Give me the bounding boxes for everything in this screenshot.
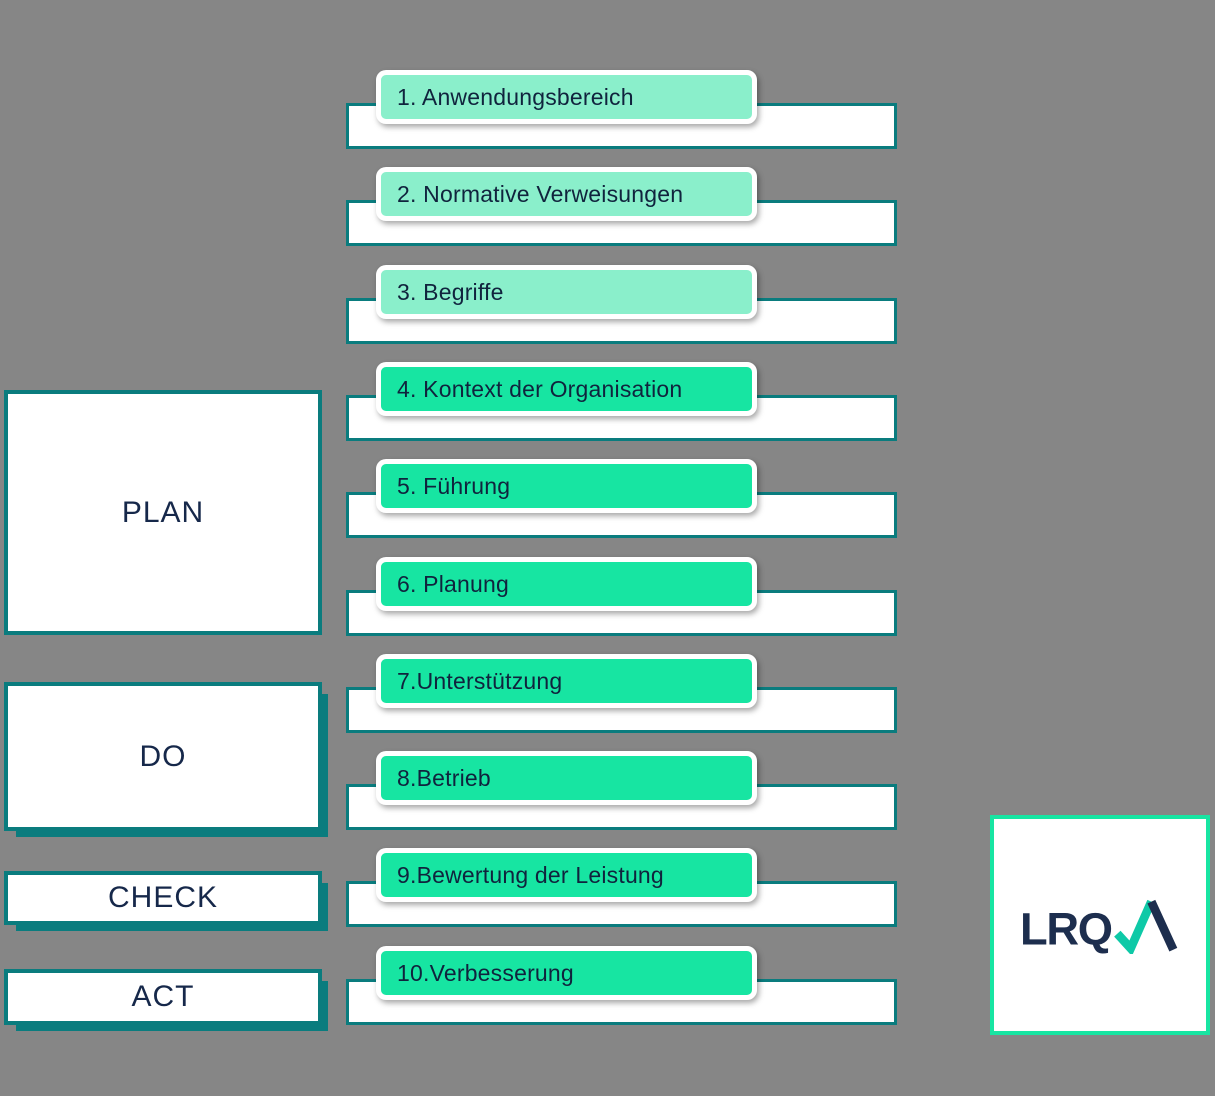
clause-pill-3: 3. Begriffe: [376, 265, 757, 319]
clause-label-4: 4. Kontext der Organisation: [397, 375, 683, 402]
phase-box-do: DO: [4, 682, 322, 831]
clause-pill-8: 8.Betrieb: [376, 751, 757, 805]
clause-pill-4: 4. Kontext der Organisation: [376, 362, 757, 416]
clause-label-1: 1. Anwendungsbereich: [397, 83, 634, 110]
lrqa-a-right-stroke-icon: [1147, 899, 1178, 952]
phase-box-act: ACT: [4, 969, 322, 1025]
clause-pill-10: 10.Verbesserung: [376, 946, 757, 1000]
phase-box-check: CHECK: [4, 871, 322, 925]
clause-row-8: 8.Betrieb: [346, 751, 897, 831]
clause-pill-6: 6. Planung: [376, 557, 757, 611]
clause-pill-9: 9.Bewertung der Leistung: [376, 848, 757, 902]
clause-row-6: 6. Planung: [346, 557, 897, 637]
clause-label-2: 2. Normative Verweisungen: [397, 180, 684, 207]
phase-label-do: DO: [139, 739, 187, 773]
clause-pill-1: 1. Anwendungsbereich: [376, 70, 757, 124]
clause-row-10: 10.Verbesserung: [346, 946, 897, 1026]
clause-label-8: 8.Betrieb: [397, 764, 491, 791]
clause-label-10: 10.Verbesserung: [397, 959, 574, 986]
clause-label-6: 6. Planung: [397, 570, 509, 597]
phase-label-act: ACT: [131, 980, 195, 1013]
lrqa-logo-inner: LRQ: [1002, 827, 1198, 1023]
phase-label-check: CHECK: [107, 881, 218, 914]
clause-pill-7: 7.Unterstützung: [376, 654, 757, 708]
clause-label-5: 5. Führung: [397, 472, 511, 499]
phase-label-plan: PLAN: [121, 495, 205, 529]
clause-label-7: 7.Unterstützung: [397, 667, 563, 694]
phase-box-plan: PLAN: [4, 390, 322, 635]
clause-row-1: 1. Anwendungsbereich: [346, 70, 897, 150]
clause-label-3: 3. Begriffe: [397, 278, 504, 305]
lrqa-a-left-stroke-icon: [1114, 899, 1156, 954]
clause-row-4: 4. Kontext der Organisation: [346, 362, 897, 442]
clause-row-9: 9.Bewertung der Leistung: [346, 848, 897, 928]
clause-row-5: 5. Führung: [346, 459, 897, 539]
clause-row-7: 7.Unterstützung: [346, 654, 897, 734]
clause-pill-5: 5. Führung: [376, 459, 757, 513]
clause-row-2: 2. Normative Verweisungen: [346, 167, 897, 247]
lrqa-logo-box: LRQ: [990, 815, 1210, 1035]
lrqa-logo: LRQ: [1020, 899, 1178, 954]
clause-label-9: 9.Bewertung der Leistung: [397, 861, 664, 888]
lrqa-logo-text: LRQ: [1020, 903, 1112, 954]
clause-pill-2: 2. Normative Verweisungen: [376, 167, 757, 221]
clause-row-3: 3. Begriffe: [346, 265, 897, 345]
